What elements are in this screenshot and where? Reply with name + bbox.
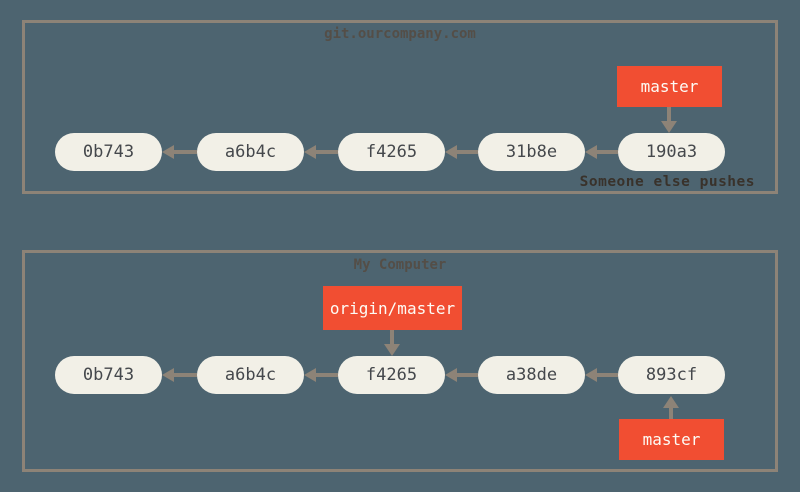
commit-parent-arrow (304, 368, 338, 382)
remote-repo-title: git.ourcompany.com (324, 26, 476, 42)
arrow-shaft (669, 408, 673, 419)
arrow-shaft (667, 107, 671, 121)
arrowhead-left-icon (162, 368, 174, 382)
branch-pointer-arrow-up (663, 396, 679, 419)
someone-else-pushes-annotation: Someone else pushes (579, 174, 755, 190)
commit-node: a6b4c (197, 356, 304, 394)
commit-parent-arrow (445, 145, 478, 159)
commit-node: 0b743 (55, 133, 162, 171)
arrowhead-left-icon (162, 145, 174, 159)
commit-parent-arrow (585, 145, 618, 159)
arrow-shaft (457, 150, 478, 154)
commit-node: 190a3 (618, 133, 725, 171)
arrowhead-left-icon (585, 145, 597, 159)
commit-parent-arrow (445, 368, 478, 382)
commit-node: 0b743 (55, 356, 162, 394)
commit-parent-arrow (162, 368, 197, 382)
arrowhead-down-icon (661, 121, 677, 133)
remote-repo-box: git.ourcompany.com master 0b743 a6b4c f4… (22, 20, 778, 194)
branch-pointer-arrow (661, 107, 677, 133)
arrowhead-left-icon (585, 368, 597, 382)
arrow-shaft (390, 330, 394, 344)
commit-node: f4265 (338, 356, 445, 394)
arrow-shaft (597, 150, 618, 154)
origin-master-label: origin/master (323, 286, 462, 330)
commit-node: a38de (478, 356, 585, 394)
arrow-shaft (597, 373, 618, 377)
arrow-shaft (457, 373, 478, 377)
arrowhead-down-icon (384, 344, 400, 356)
arrowhead-up-icon (663, 396, 679, 408)
arrowhead-left-icon (304, 368, 316, 382)
arrow-shaft (316, 373, 338, 377)
branch-pointer-arrow (384, 330, 400, 356)
commit-parent-arrow (162, 145, 197, 159)
remote-master-branch-label: master (617, 66, 722, 107)
arrowhead-left-icon (445, 368, 457, 382)
local-master-branch-label: master (619, 419, 724, 460)
commit-node: 31b8e (478, 133, 585, 171)
commit-node: 893cf (618, 356, 725, 394)
local-repo-title: My Computer (353, 257, 447, 273)
local-repo-box: My Computer origin/master 0b743 a6b4c f4… (22, 250, 778, 472)
arrowhead-left-icon (445, 145, 457, 159)
arrow-shaft (174, 150, 197, 154)
commit-parent-arrow (585, 368, 618, 382)
commit-node: f4265 (338, 133, 445, 171)
arrow-shaft (316, 150, 338, 154)
commit-parent-arrow (304, 145, 338, 159)
commit-node: a6b4c (197, 133, 304, 171)
arrowhead-left-icon (304, 145, 316, 159)
arrow-shaft (174, 373, 197, 377)
